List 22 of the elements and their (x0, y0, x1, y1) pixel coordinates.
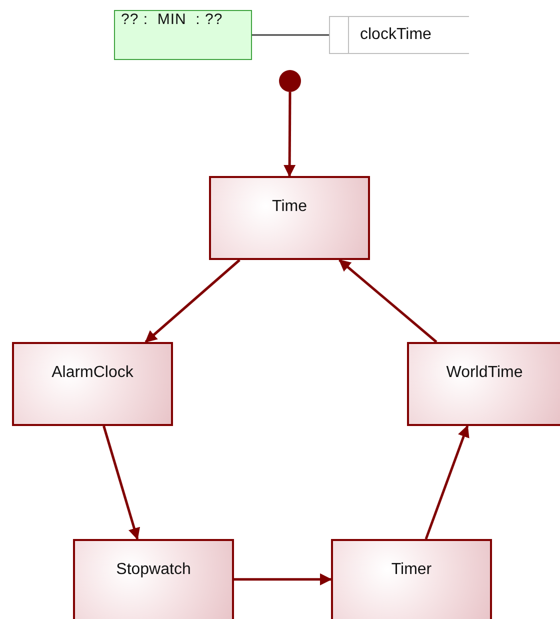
state-box (73, 539, 234, 619)
arrow (424, 425, 470, 540)
arrow (234, 573, 332, 586)
arrow (102, 426, 140, 540)
initial-state-dot (279, 70, 301, 92)
state-box (209, 176, 370, 260)
state-box (407, 342, 560, 426)
state-name: WorldTime (446, 364, 523, 382)
connector-line (252, 34, 329, 36)
note-box (114, 10, 252, 60)
state-name: AlarmClock (52, 364, 134, 382)
state-name: ?? : MIN : ?? (121, 11, 223, 28)
state-name: clockTime (360, 26, 432, 44)
state-box (12, 342, 173, 426)
arrow (338, 259, 438, 343)
arrow (284, 92, 296, 177)
state-name: Time (272, 198, 307, 216)
state-box (331, 539, 492, 619)
state-name: Timer (391, 561, 432, 579)
object-box (329, 16, 469, 54)
state-name: Stopwatch (116, 561, 191, 579)
arrow (144, 259, 240, 343)
